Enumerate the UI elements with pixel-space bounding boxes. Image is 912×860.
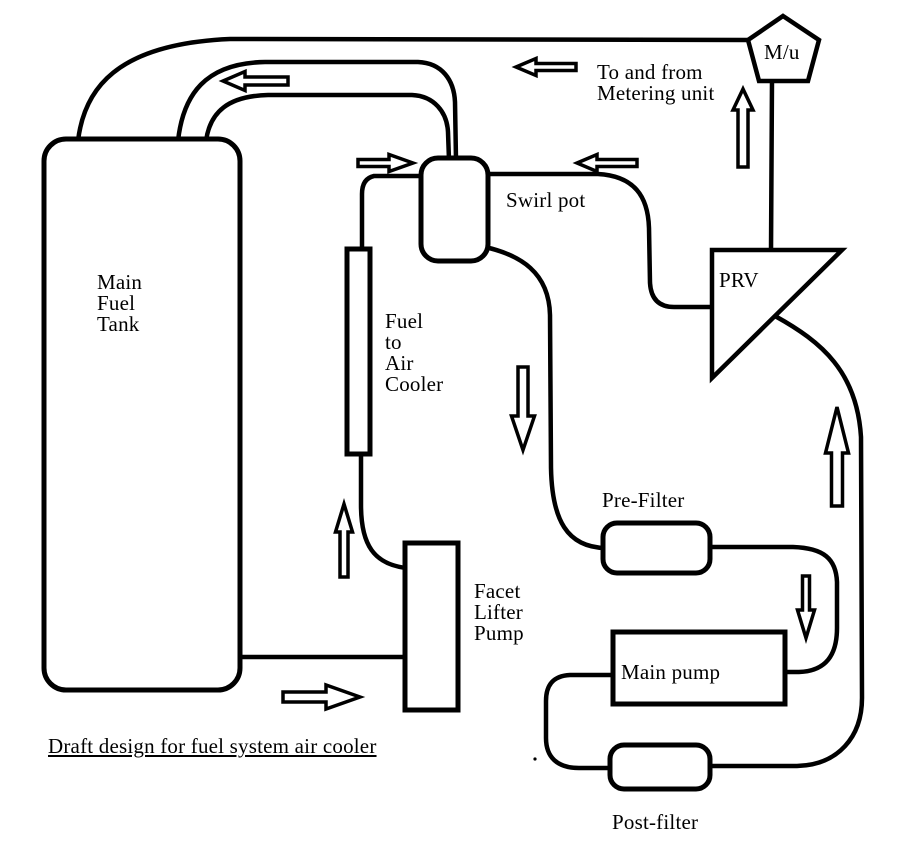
flow-arrow-left-icon (511, 55, 578, 79)
fuel-air-cooler-label: Fuel to Air Cooler (385, 309, 444, 396)
metering-unit-label: M/u (764, 40, 800, 64)
metering-note-label: To and from Metering unit (597, 60, 715, 105)
post-filter-label: Post-filter (612, 810, 699, 834)
prv-valve-shape (709, 247, 848, 384)
main-pump-shape (610, 629, 788, 707)
pipe-return-to-swirl-middle (175, 59, 459, 163)
main-fuel-tank-label: Main Fuel Tank (97, 270, 143, 336)
pre-filter-label: Pre-Filter (602, 488, 685, 512)
pipe-main-pump-to-post-filter (543, 672, 618, 771)
flow-arrow-left-icon (572, 151, 639, 175)
flow-arrow-right-icon (281, 682, 366, 712)
post-filter-shape (607, 742, 713, 792)
swirl-pot-shape (418, 155, 491, 264)
diagram-caption: Draft design for fuel system air cooler (48, 734, 377, 758)
pipe-cooler-to-swirl-pot (359, 173, 426, 254)
pipe-pump-to-cooler (358, 449, 409, 571)
stray-ink-dot (533, 757, 537, 761)
pipe-metering-to-prv (768, 76, 775, 255)
pipe-return-to-swirl-inner (203, 92, 452, 163)
main-pump-label: Main pump (621, 660, 721, 684)
pipe-tank-to-metering-outer (75, 36, 751, 144)
facet-lifter-pump-label: Facet Lifter Pump (474, 579, 524, 645)
main-fuel-tank-shape (41, 136, 243, 693)
flow-arrow-up-icon (730, 84, 756, 169)
pre-filter-shape (600, 520, 713, 576)
flow-arrow-right-icon (356, 152, 419, 174)
metering-unit-shape (745, 13, 822, 84)
flow-arrow-up-icon (333, 497, 355, 579)
pipe-post-filter-to-prv-riser (705, 313, 865, 769)
flow-arrow-up-icon (823, 406, 851, 508)
pipe-pre-filter-to-main-pump (705, 544, 840, 675)
facet-lifter-pump-shape (402, 540, 461, 713)
flow-arrow-down-icon (795, 574, 817, 645)
flow-arrow-left-icon (218, 68, 290, 94)
flow-arrow-down-icon (509, 365, 537, 456)
fuel-air-cooler-shape (344, 246, 373, 457)
pipe-swirl-pot-to-prv (483, 171, 717, 310)
pipe-swirl-pot-to-pre-filter (482, 244, 608, 551)
prv-label: PRV (719, 268, 759, 292)
swirl-pot-label: Swirl pot (506, 188, 586, 212)
